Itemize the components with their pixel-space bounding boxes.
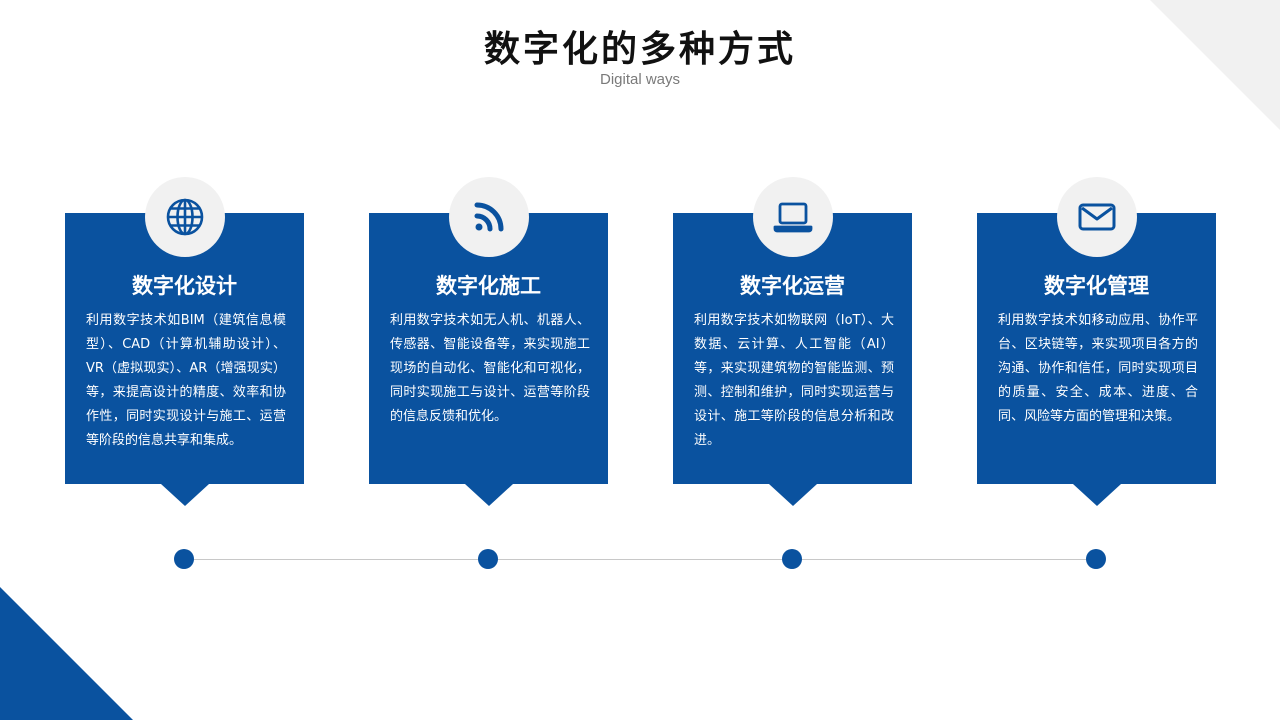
card-body: 利用数字技术如无人机、机器人、传感器、智能设备等，来实现施工现场的自动化、智能化… <box>390 313 590 424</box>
rss-icon <box>474 202 503 232</box>
timeline-dot-3 <box>782 549 802 569</box>
card-digital-construction: 数字化施工 利用数字技术如无人机、机器人、传感器、智能设备等，来实现施工现场的自… <box>369 177 608 506</box>
timeline-line <box>184 559 1096 560</box>
icon-badge <box>144 177 225 257</box>
globe-icon <box>166 198 203 236</box>
laptop-icon <box>773 202 812 233</box>
timeline-dot-4 <box>1086 549 1106 569</box>
card-title: 数字化管理 <box>1044 274 1149 298</box>
timeline-dot-2 <box>478 549 498 569</box>
card-body: 利用数字技术如物联网（IoT）、大数据、云计算、人工智能（AI）等，来实现建筑物… <box>694 313 894 448</box>
card-digital-design: 数字化设计 利用数字技术如BIM（建筑信息模型）、CAD（计算机辅助设计）、VR… <box>65 177 304 506</box>
card-digital-management: 数字化管理 利用数字技术如移动应用、协作平台、区块链等，来实现项目各方的沟通、协… <box>977 177 1216 506</box>
icon-badge <box>1056 177 1137 257</box>
card-title: 数字化施工 <box>436 274 541 298</box>
timeline-dot-1 <box>174 549 194 569</box>
card-body: 利用数字技术如BIM（建筑信息模型）、CAD（计算机辅助设计）、VR（虚拟现实）… <box>86 313 286 448</box>
card-digital-operation: 数字化运营 利用数字技术如物联网（IoT）、大数据、云计算、人工智能（AI）等，… <box>673 177 912 506</box>
page-title: 数字化的多种方式 <box>483 29 796 70</box>
corner-decoration-bottom-left <box>0 587 133 720</box>
corner-decoration-top-right <box>1150 0 1280 130</box>
page-subtitle: Digital ways <box>599 71 681 88</box>
mail-icon <box>1078 203 1115 231</box>
card-title: 数字化运营 <box>740 274 845 298</box>
icon-badge <box>752 177 833 257</box>
card-title: 数字化设计 <box>132 274 237 298</box>
icon-badge <box>448 177 529 257</box>
card-body: 利用数字技术如移动应用、协作平台、区块链等，来实现项目各方的沟通、协作和信任，同… <box>998 313 1198 424</box>
